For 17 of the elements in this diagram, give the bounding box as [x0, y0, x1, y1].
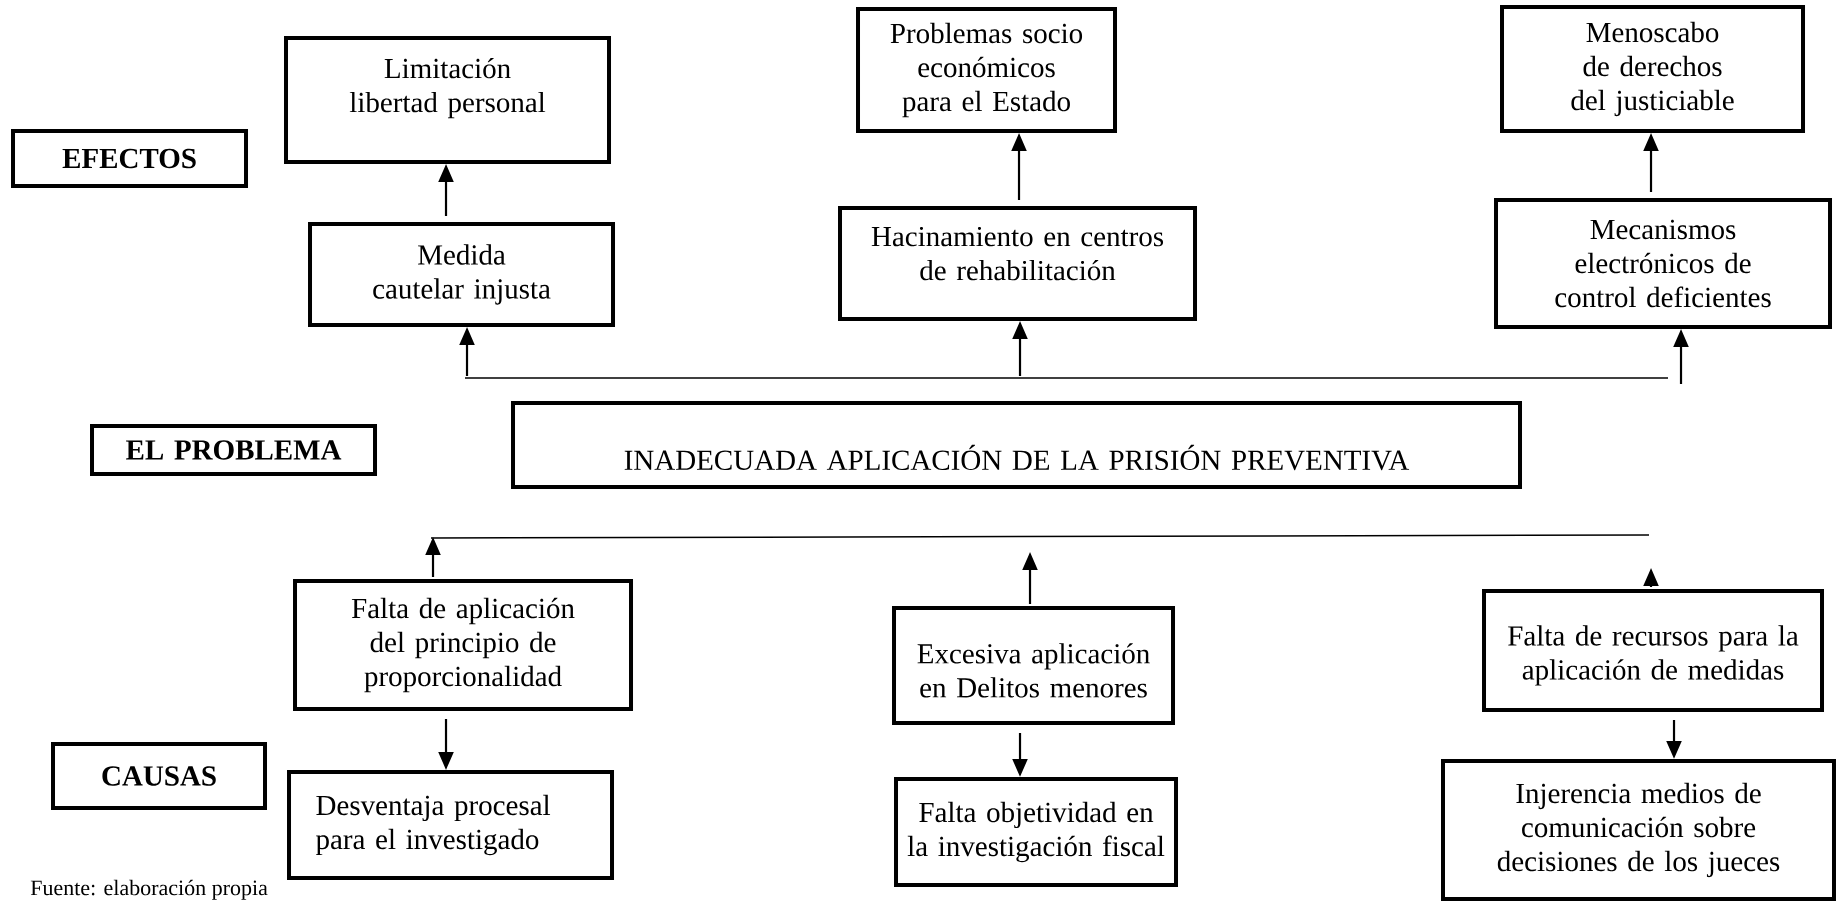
- cause-box: Falta de recursos para la aplicación de medidas: [1482, 589, 1824, 712]
- cause-box: Falta de aplicación del principio de proporcionalidad: [293, 579, 633, 711]
- cause-box: Excesiva aplicación en Delitos menores: [892, 606, 1175, 725]
- cause-box: Injerencia medios de comunicación sobre decisiones de los jueces: [1441, 759, 1836, 901]
- effect-box: Medida cautelar injusta: [308, 222, 615, 327]
- source-note: Fuente: elaboración propia: [30, 879, 268, 900]
- section-label-box: EFECTOS: [11, 129, 248, 188]
- cause-box: Falta objetividad en la investigación fiscal: [894, 777, 1178, 887]
- effect-box: Menoscabo de derechos del justiciable: [1500, 5, 1805, 133]
- effect-box: Mecanismos electrónicos de control deficientes: [1494, 198, 1832, 329]
- section-label-box: CAUSAS: [51, 742, 267, 810]
- problem-box: INADECUADA APLICACIÓN DE LA PRISIÓN PREVENTIVA: [511, 401, 1522, 489]
- cause-box: Desventaja procesal para el investigado: [287, 770, 614, 880]
- effect-box: Problemas socio económicos para el Estado: [856, 7, 1117, 133]
- effect-box: Limitación libertad personal: [284, 36, 611, 164]
- effect-box: Hacinamiento en centros de rehabilitación: [838, 206, 1197, 321]
- section-label-box: EL PROBLEMA: [90, 424, 377, 476]
